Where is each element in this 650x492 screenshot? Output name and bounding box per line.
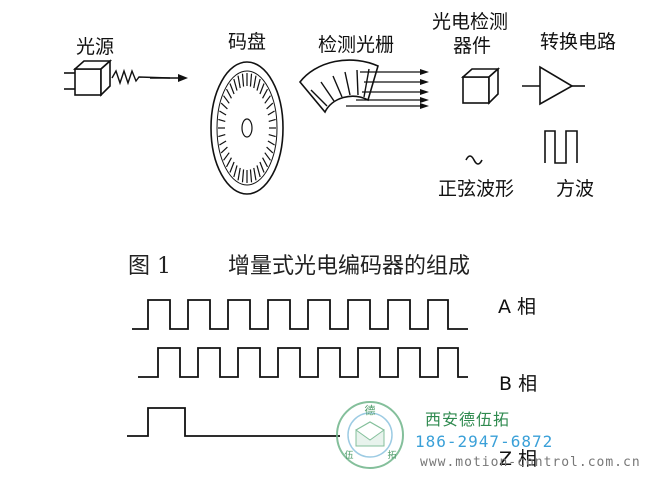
disc-slot [225, 157, 232, 168]
disc-slot [241, 169, 245, 183]
sine-wave-icon [465, 155, 483, 165]
disc-slot [233, 165, 238, 178]
code-disc [210, 61, 284, 195]
disc-slot [267, 140, 275, 146]
watermark-phone: 186-2947-6872 [415, 432, 554, 451]
disc-slot [223, 95, 230, 104]
photodetector-label-line2: 器件 [453, 35, 492, 57]
disc-slot [237, 75, 241, 89]
disc-slot [266, 102, 274, 110]
disc-slot [256, 165, 261, 178]
disc-slot [237, 167, 241, 181]
disc-slot [253, 75, 257, 89]
disc-slot [253, 167, 257, 181]
conversion-circuit-label: 转换电路 [540, 31, 617, 53]
disc-slot [266, 146, 274, 154]
phase-z-waveform [127, 407, 340, 437]
logo-char-top: 德 [365, 403, 376, 417]
disc-slot [229, 83, 235, 95]
disc-slot [225, 88, 232, 99]
light-source-box [72, 59, 113, 97]
phase-a-waveform [132, 299, 468, 330]
logo-char-left: 伍 [344, 450, 353, 461]
disc-slot [268, 118, 276, 123]
disc-slot [267, 110, 275, 116]
disc-slot [268, 133, 276, 138]
disc-slot [219, 110, 227, 116]
disc-slot [220, 102, 228, 110]
disc-slot [264, 152, 271, 161]
light-wave [111, 68, 171, 86]
figure-number: 图 1 [128, 254, 171, 279]
disc-slot [241, 73, 245, 87]
disc-slot [229, 161, 235, 173]
disc-slot [256, 78, 261, 91]
phase-a-label: A 相 [498, 296, 537, 318]
disc-slot [262, 88, 269, 99]
disc-slot [233, 78, 238, 91]
detection-grating [298, 59, 379, 114]
conversion-circuit-triangle [522, 65, 585, 106]
watermark-company-name: 西安德伍拓 [425, 410, 511, 429]
photodetector-label-line1: 光电检测 [432, 11, 509, 33]
disc-slot [249, 169, 253, 183]
disc-slot [218, 118, 226, 123]
phase-b-label: B 相 [499, 373, 538, 395]
sine-wave-label: 正弦波形 [438, 178, 515, 200]
disc-slot [223, 152, 230, 161]
light-beams [346, 71, 420, 107]
light-source-label: 光源 [76, 36, 115, 58]
photodetector-box [460, 67, 501, 105]
phase-z-label: Z 相 [499, 448, 538, 470]
figure-title: 增量式光电编码器的组成 [228, 254, 471, 279]
disc-slot [219, 140, 227, 146]
detection-grating-label: 检测光栅 [318, 34, 395, 56]
disc-slot [218, 133, 226, 138]
logo-char-right: 拓 [387, 449, 396, 461]
watermark-url: www.motion-control.com.cn [420, 455, 641, 470]
code-disc-label: 码盘 [228, 31, 267, 53]
watermark-logo: 德 伍 拓 [336, 401, 404, 469]
phase-b-waveform [138, 347, 468, 378]
disc-slot [220, 146, 228, 154]
square-wave-label: 方波 [556, 178, 595, 200]
disc-slot [259, 83, 265, 95]
square-wave-icon [544, 130, 578, 164]
disc-slot [262, 157, 269, 168]
disc-slot [249, 73, 253, 87]
disc-slot [259, 161, 265, 173]
disc-slot [264, 95, 271, 104]
